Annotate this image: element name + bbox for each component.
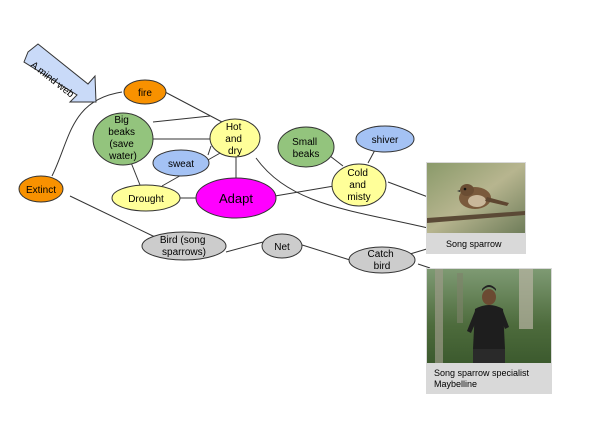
edge-hotdry-sweat bbox=[207, 145, 212, 156]
node-sweat: sweat bbox=[152, 149, 210, 177]
node-cold-misty: Cold and misty bbox=[331, 163, 387, 207]
specialist-caption-line2: Maybelline bbox=[434, 379, 478, 389]
small-beaks-label: Small beaks bbox=[292, 137, 320, 160]
fire-label: fire bbox=[138, 88, 152, 99]
net-label: Net bbox=[274, 242, 290, 253]
edge-extinct-bird bbox=[69, 195, 156, 238]
edge-fire-hotdry bbox=[164, 91, 223, 123]
node-extinct: Extinct bbox=[18, 175, 64, 203]
catch-bird-label: Catch bird bbox=[368, 249, 397, 272]
big-beaks-label: Big beaks (save water) bbox=[108, 115, 138, 162]
title-arrow: A mind web bbox=[23, 43, 97, 103]
edge-catchbird-specialist bbox=[417, 263, 431, 269]
node-catch-bird: Catch bird bbox=[348, 246, 416, 274]
edge-bird-net bbox=[225, 241, 264, 253]
node-fire: fire bbox=[123, 79, 167, 105]
bird-label: Bird (song sparrows) bbox=[160, 235, 208, 258]
specialist-photo bbox=[427, 269, 551, 363]
edge-net-catchbird bbox=[298, 243, 351, 261]
edge-shiver-coldmisty bbox=[367, 149, 376, 164]
specialist-card: Song sparrow specialist Maybelline bbox=[426, 268, 552, 394]
hot-dry-label: Hot and dry bbox=[225, 122, 244, 157]
cold-misty-label: Cold and misty bbox=[347, 168, 370, 203]
song-sparrow-caption: Song sparrow bbox=[446, 239, 502, 249]
drought-label: Drought bbox=[128, 194, 164, 205]
edge-coldmisty-sparrow bbox=[387, 181, 429, 198]
edge-smallbeaks-coldmisty bbox=[329, 155, 344, 167]
node-small-beaks: Small beaks bbox=[277, 126, 335, 168]
edge-extinct-fire bbox=[51, 91, 123, 177]
shiver-label: shiver bbox=[372, 135, 399, 146]
node-bird: Bird (song sparrows) bbox=[141, 231, 227, 261]
edge-bigbeaks-hotdry bbox=[152, 115, 211, 123]
node-hot-dry: Hot and dry bbox=[209, 118, 261, 158]
edge-adapt-coldmisty bbox=[274, 185, 335, 197]
node-shiver: shiver bbox=[355, 125, 415, 153]
edge-hotdry-sparrow bbox=[255, 157, 429, 229]
node-net: Net bbox=[261, 233, 303, 259]
node-adapt: Adapt bbox=[195, 177, 277, 219]
sweat-label: sweat bbox=[168, 159, 194, 170]
song-sparrow-card: Song sparrow bbox=[426, 162, 526, 254]
song-sparrow-photo bbox=[427, 163, 525, 233]
node-big-beaks: Big beaks (save water) bbox=[92, 112, 154, 166]
specialist-caption-line1: Song sparrow specialist bbox=[434, 368, 530, 378]
adapt-label: Adapt bbox=[219, 191, 253, 206]
specialist-caption: Song sparrow specialist Maybelline bbox=[434, 368, 529, 390]
extinct-label: Extinct bbox=[26, 185, 56, 196]
node-drought: Drought bbox=[111, 184, 181, 212]
